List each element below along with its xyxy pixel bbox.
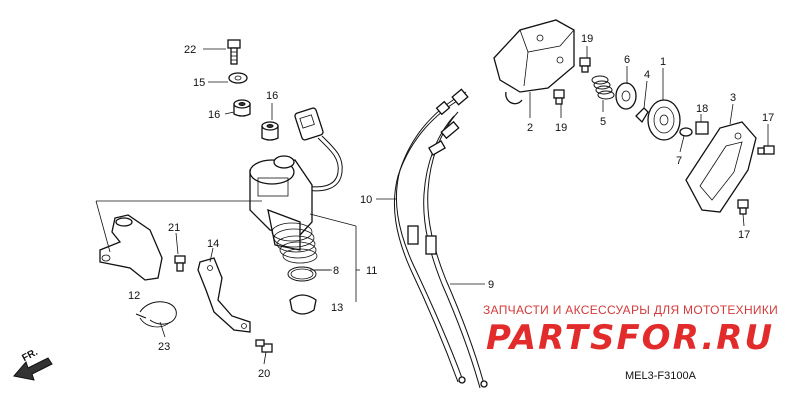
part-washer-15	[228, 72, 248, 84]
callout-leaders	[159, 46, 769, 365]
front-arrow-icon	[13, 357, 53, 381]
callout-3: 3	[730, 92, 736, 104]
part-bolt-20	[255, 339, 273, 353]
callout-18: 18	[696, 103, 708, 115]
part-bolt-19-a	[579, 57, 591, 73]
callout-6: 6	[624, 54, 630, 66]
diagram-code: MEL3-F3100A	[625, 370, 696, 382]
part-rubber-16-a	[233, 99, 251, 117]
callout-11: 11	[366, 265, 377, 277]
part-connector-wire	[294, 107, 343, 192]
callout-4: 4	[644, 69, 650, 81]
callout-10: 10	[360, 194, 372, 206]
callout-15: 15	[193, 77, 205, 89]
callout-1: 1	[660, 56, 666, 68]
part-bolt-22	[227, 39, 241, 65]
callout-9: 9	[488, 279, 494, 291]
part-collar-6	[615, 82, 637, 110]
part-bolt-17-b	[737, 199, 749, 215]
callout-20: 20	[258, 368, 270, 380]
watermark-logo: PARTSFOR.RU	[486, 318, 775, 358]
callout-17: 17	[762, 112, 774, 124]
part-collar-7	[679, 127, 693, 137]
callout-labels: 22 15 16 16 21 14 12 23 20 10 9 8 11 13 …	[128, 33, 774, 380]
watermark-tagline: ЗАПЧАСТИ И АКСЕССУАРЫ ДЛЯ МОТОТЕХНИКИ	[483, 303, 779, 317]
callout-17: 17	[738, 229, 750, 241]
part-cap-13	[289, 294, 317, 315]
part-bolt-17-a	[757, 145, 775, 155]
part-cover-3	[685, 121, 757, 213]
part-housing-2	[493, 19, 575, 105]
part-actuator-body	[249, 155, 318, 264]
part-bolt-21	[174, 255, 186, 272]
callout-13: 13	[331, 302, 343, 314]
callout-14: 14	[207, 238, 219, 250]
part-throttle-cables	[393, 88, 488, 389]
part-nut-18	[695, 121, 709, 135]
part-lever-4	[635, 107, 649, 124]
callout-21: 21	[168, 222, 180, 234]
callout-16: 16	[208, 109, 220, 121]
callout-22: 22	[184, 44, 196, 56]
part-bracket-12	[99, 214, 163, 281]
callout-23: 23	[158, 341, 170, 353]
callout-5: 5	[600, 116, 606, 128]
callout-2: 2	[527, 122, 533, 134]
part-band-23	[135, 301, 177, 328]
part-stay-14	[197, 257, 251, 333]
part-bolt-19-b	[553, 89, 565, 105]
part-spring-5	[591, 75, 615, 100]
part-clip-8	[287, 266, 317, 282]
callout-19: 19	[555, 122, 567, 134]
part-pulley-1	[647, 99, 681, 141]
callout-7: 7	[676, 155, 682, 167]
callout-8: 8	[333, 265, 339, 277]
callout-12: 12	[128, 290, 140, 302]
callout-19: 19	[581, 33, 593, 45]
callout-16: 16	[266, 90, 278, 102]
part-rubber-16-b	[261, 121, 279, 141]
